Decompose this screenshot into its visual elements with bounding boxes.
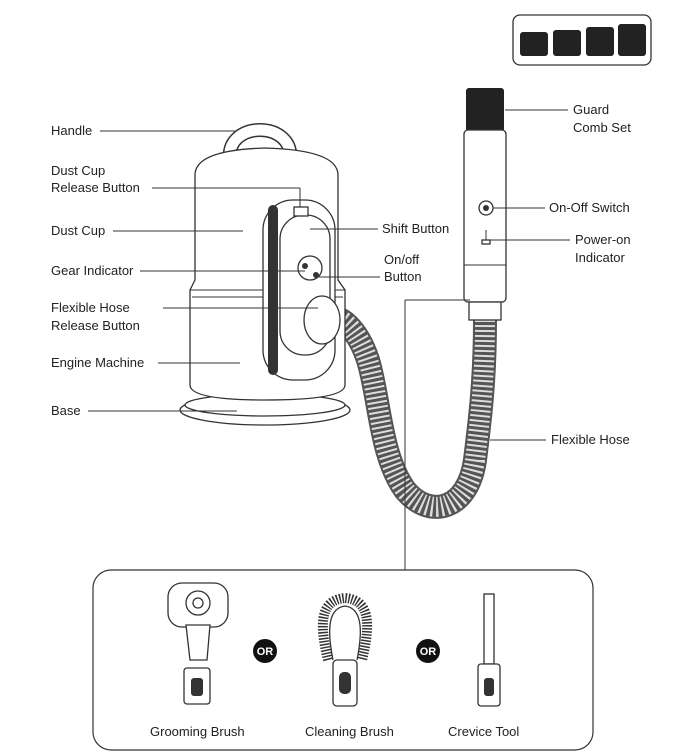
label-shift-button: Shift Button xyxy=(382,221,449,236)
label-grooming-brush: Grooming Brush xyxy=(150,724,245,739)
label-hose-release-1: Flexible Hose xyxy=(51,300,130,315)
flexible-hose xyxy=(313,304,497,519)
label-power-indicator-2: Indicator xyxy=(575,250,626,265)
label-cleaning-brush: Cleaning Brush xyxy=(305,724,394,739)
label-engine-machine: Engine Machine xyxy=(51,355,144,370)
svg-text:OR: OR xyxy=(420,646,437,658)
label-onoff-switch: On-Off Switch xyxy=(549,200,630,215)
svg-text:OR: OR xyxy=(257,646,274,658)
leader-lines xyxy=(88,109,570,570)
label-guard-comb-1: Guard xyxy=(573,102,609,117)
label-dust-cup: Dust Cup xyxy=(51,223,105,238)
or-badge: OR xyxy=(253,639,277,663)
label-flexible-hose: Flexible Hose xyxy=(551,432,630,447)
trimmer-handle xyxy=(463,88,507,321)
label-power-indicator-1: Power-on xyxy=(575,232,631,247)
label-crevice-tool: Crevice Tool xyxy=(448,724,519,739)
label-gear-indicator: Gear Indicator xyxy=(51,263,134,278)
label-handle: Handle xyxy=(51,123,92,138)
or-badge: OR xyxy=(416,639,440,663)
label-dust-cup-release-2: Release Button xyxy=(51,180,140,195)
grooming-brush-image xyxy=(167,582,229,705)
crevice-tool-image xyxy=(477,593,501,707)
label-onoff-button-2: Button xyxy=(384,269,422,284)
label-base: Base xyxy=(51,403,81,418)
main-unit xyxy=(179,123,351,426)
label-onoff-button-1: On/off xyxy=(384,252,420,267)
guard-comb-set xyxy=(512,14,652,66)
attachments-panel: OR OR Grooming Brush Cleaning Brush Crev… xyxy=(92,569,594,751)
label-dust-cup-release-1: Dust Cup xyxy=(51,163,105,178)
cleaning-brush-image xyxy=(317,592,373,707)
label-guard-comb-2: Comb Set xyxy=(573,120,631,135)
label-hose-release-2: Release Button xyxy=(51,318,140,333)
